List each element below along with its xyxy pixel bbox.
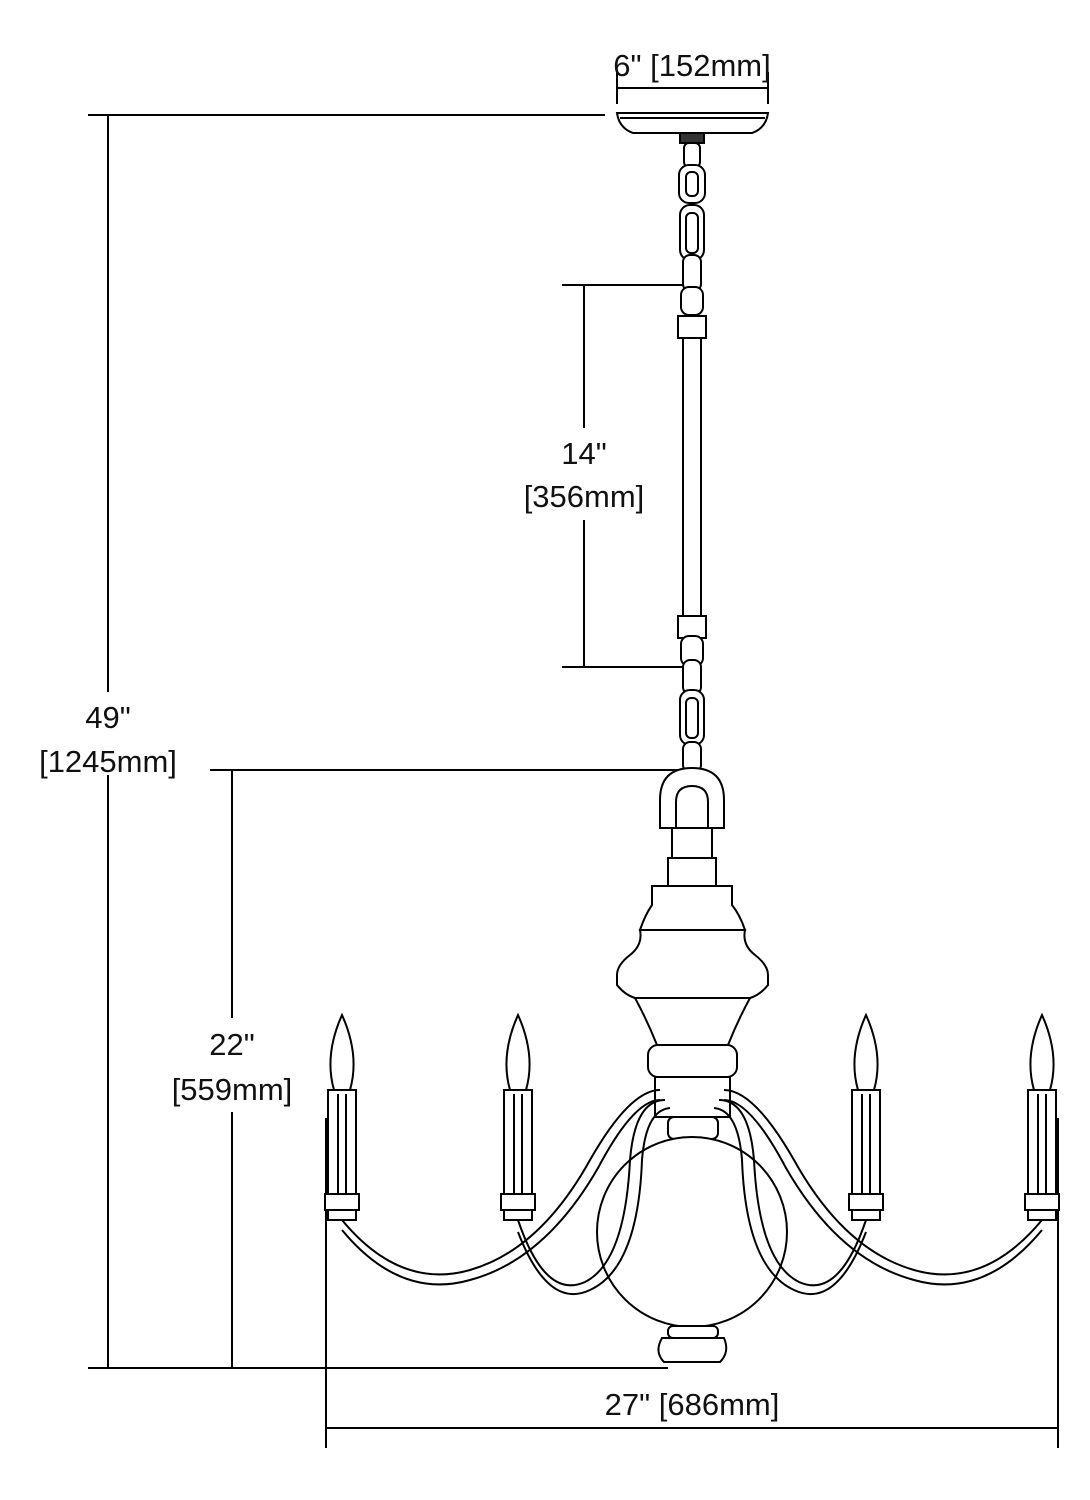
bulb-icon [1029, 1012, 1055, 1091]
sphere [596, 1136, 788, 1328]
bulb-icon [505, 1012, 531, 1091]
u-hook [659, 766, 725, 829]
bulb-icon [853, 1012, 879, 1091]
rod-length-metric: [356mm] [524, 479, 645, 514]
chandelier-drawing [324, 112, 1060, 1363]
finial [657, 1337, 728, 1363]
canopy-width-label: 6" [152mm] [613, 48, 770, 83]
overall-height-dimension: 49" [1245mm] [39, 114, 668, 1369]
rod [682, 337, 702, 617]
overall-width-dimension: 27" [686mm] [325, 1118, 1059, 1448]
overall-height-imperial: 49" [85, 700, 131, 735]
body-cap [616, 929, 769, 999]
candle [1024, 1012, 1060, 1221]
rod-length-dimension: 14" [356mm] [524, 284, 688, 668]
candle [500, 1012, 536, 1221]
rod-length-imperial: 14" [561, 436, 607, 471]
bulb-icon [329, 1012, 355, 1091]
body-height-dimension: 22" [559mm] [172, 769, 680, 1368]
overall-width-label: 27" [686mm] [605, 1387, 780, 1422]
candle [848, 1012, 884, 1221]
overall-height-metric: [1245mm] [39, 744, 177, 779]
canopy-width-dimension: 6" [152mm] [613, 48, 771, 104]
candle [324, 1012, 360, 1221]
body-height-imperial: 22" [209, 1027, 255, 1062]
body-height-metric: [559mm] [172, 1072, 293, 1107]
canopy [615, 112, 770, 134]
